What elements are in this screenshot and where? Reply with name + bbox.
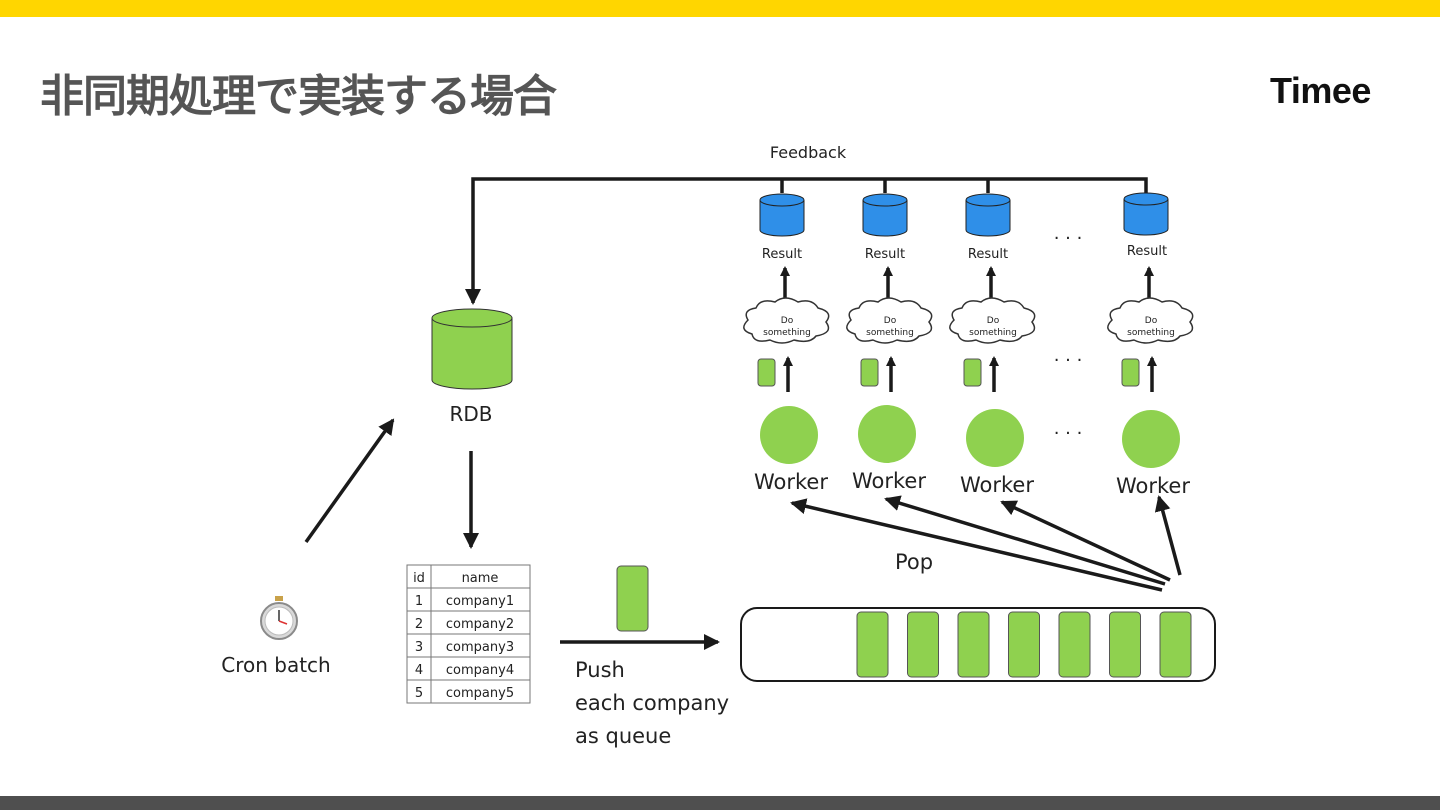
task-label-line: something: [763, 328, 811, 338]
task-label-line: something: [866, 328, 914, 338]
result-database-icon: [1123, 192, 1169, 236]
cron-to-rdb-arrow: [304, 418, 395, 544]
table-cell-id: 3: [415, 640, 423, 655]
table-cell-name: company5: [446, 686, 514, 701]
result-label: Result: [762, 247, 802, 262]
worker-label: Worker: [852, 469, 926, 493]
slide-title: 非同期処理で実装する場合: [40, 71, 557, 122]
bottom-footer-bar: [0, 796, 1440, 810]
cloud-task-icon: Do something: [846, 297, 933, 344]
worker-column: Result Do something Worker: [1107, 192, 1194, 498]
push-label-line: Push: [575, 658, 625, 682]
feedback-label: Feedback: [770, 143, 847, 162]
push-label-line: as queue: [575, 724, 671, 748]
worker-label: Worker: [960, 473, 1034, 497]
queue-item: [1159, 611, 1192, 678]
result-label: Result: [1127, 244, 1167, 259]
result-database-icon: [759, 193, 805, 237]
cloud-task-icon: Do something: [743, 297, 830, 344]
feedback-line: [465, 177, 1148, 305]
queue-item: [957, 611, 990, 678]
worker-column: Result Do something Worker: [743, 193, 830, 494]
worker-node: [858, 405, 916, 463]
cloud-task-icon: Do something: [1107, 297, 1194, 344]
rdb-database-icon: [431, 308, 513, 390]
table-cell-name: company1: [446, 594, 514, 609]
worker-node: [966, 409, 1024, 467]
task-label-line: Do: [1145, 316, 1158, 326]
table-cell-id: 4: [415, 663, 423, 678]
queue-item-in-transit: [616, 565, 649, 632]
table-cell-id: 1: [415, 594, 423, 609]
worker-column: Result Do something Worker: [846, 193, 933, 493]
cloud-task-icon: Do something: [949, 297, 1036, 344]
job-item: [1121, 358, 1140, 387]
worker-label: Worker: [754, 470, 828, 494]
queue-item: [1008, 611, 1040, 678]
result-database-icon: [965, 193, 1011, 237]
task-label-line: Do: [884, 316, 897, 326]
ellipsis: · · ·: [1054, 350, 1083, 371]
worker-node: [1122, 410, 1180, 468]
table-header-name: name: [462, 571, 499, 586]
queue-item: [1058, 611, 1091, 678]
task-label-line: Do: [781, 316, 794, 326]
result-label: Result: [968, 247, 1008, 262]
table-header-id: id: [413, 571, 425, 586]
queue-item: [1109, 611, 1141, 678]
worker-label: Worker: [1116, 474, 1190, 498]
queue-item: [907, 611, 939, 678]
worker-node: [760, 406, 818, 464]
push-label-line: each company: [575, 691, 729, 715]
table-cell-id: 2: [415, 617, 423, 632]
job-item: [963, 358, 982, 387]
cron-batch-label: Cron batch: [221, 653, 330, 677]
worker-column: Result Do something Worker: [949, 193, 1036, 497]
pop-label: Pop: [895, 550, 933, 574]
table-cell-id: 5: [415, 686, 423, 701]
ellipsis: · · ·: [1054, 423, 1083, 444]
ellipsis: · · ·: [1054, 228, 1083, 249]
rdb-label: RDB: [449, 402, 492, 426]
top-accent-bar: [0, 0, 1440, 17]
stopwatch-icon: [260, 596, 298, 640]
pop-arrow-2: [884, 495, 1166, 586]
table-cell-name: company3: [446, 640, 514, 655]
company-table: id name 1 company1 2 company2 3 company3…: [406, 564, 531, 704]
result-label: Result: [865, 247, 905, 262]
queue-item: [856, 611, 889, 678]
table-cell-name: company2: [446, 617, 514, 632]
task-label-line: something: [1127, 328, 1175, 338]
job-item: [757, 358, 776, 387]
pop-arrow-3: [1000, 500, 1171, 582]
result-database-icon: [862, 193, 908, 237]
pop-arrow-1: [790, 498, 1163, 592]
job-item: [860, 358, 879, 387]
table-cell-name: company4: [446, 663, 514, 678]
task-label-line: Do: [987, 316, 1000, 326]
queue-items: [856, 611, 1192, 678]
timee-logo: Timee: [1270, 70, 1371, 111]
pop-arrow-4: [1154, 495, 1182, 576]
task-label-line: something: [969, 328, 1017, 338]
